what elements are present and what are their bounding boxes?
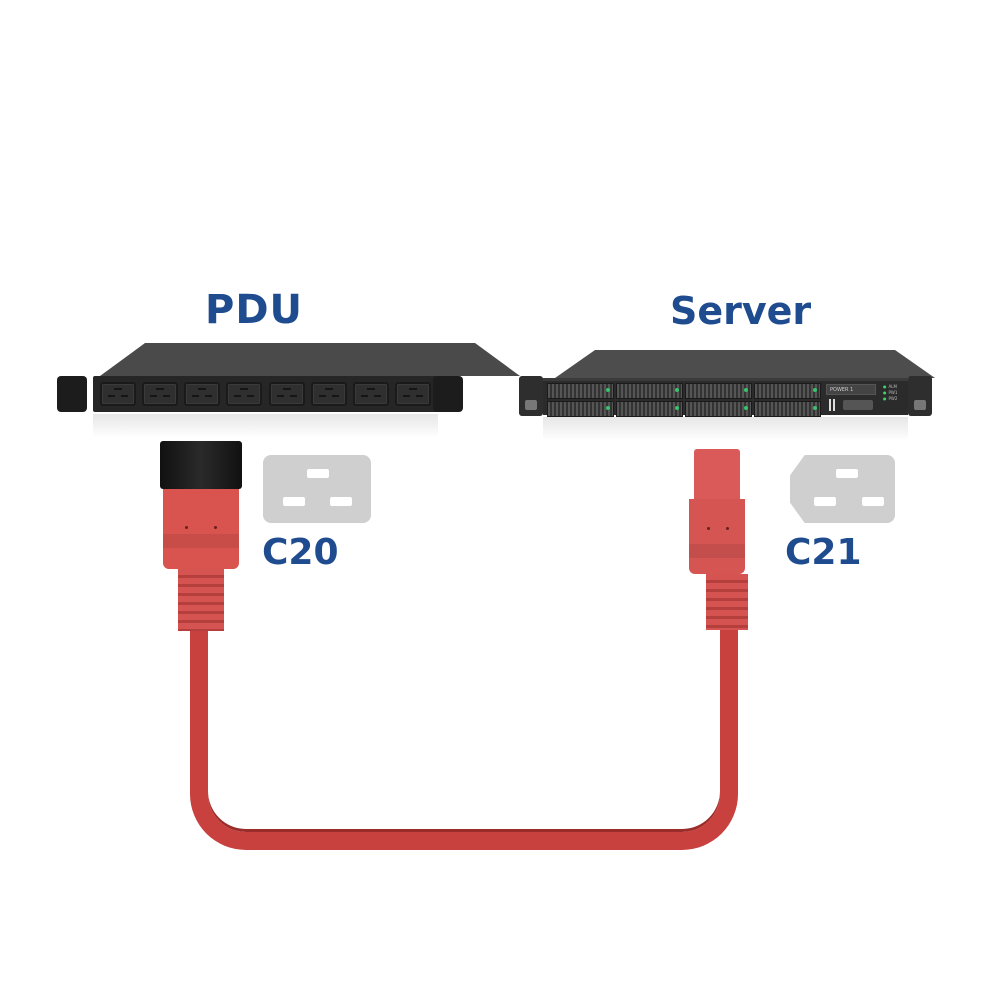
pdu-front-panel [93, 376, 438, 412]
pdu-top-surface [100, 343, 520, 376]
drive-bay [685, 401, 752, 417]
c21-plug-body [689, 499, 745, 574]
c20-plug-tip [160, 441, 242, 489]
drive-bay [616, 383, 683, 399]
pdu-outlet-icon [184, 382, 221, 406]
pdu-title: PDU [205, 287, 303, 333]
drive-bay [754, 383, 821, 399]
pdu-outlet-icon [394, 382, 431, 406]
c20-inlet-icon [263, 455, 371, 523]
pdu-outlet-icon [226, 382, 263, 406]
drive-bay [685, 383, 752, 399]
power-cable [190, 628, 738, 850]
c21-plug-tip [694, 449, 740, 499]
server-mount-ear-left [519, 376, 543, 416]
led-alm: ALM [883, 384, 897, 390]
drive-bay [616, 401, 683, 417]
c21-slot-top [836, 469, 858, 478]
plug-dot [214, 526, 217, 529]
c20-strain-relief [178, 569, 224, 631]
c20-slot-right [330, 497, 352, 506]
pdu-mount-ear-left [57, 376, 87, 412]
c21-slot-left [814, 497, 836, 506]
server-device: POWER 1 ALM PW1 PW2 [515, 345, 935, 441]
led-pw1: PW1 [883, 390, 898, 396]
lcd-panel: POWER 1 [826, 384, 876, 395]
pdu-outlet-icon [100, 382, 137, 406]
plug-dot [707, 527, 710, 530]
server-top-surface [555, 350, 935, 378]
pdu-outlet-icon [352, 382, 389, 406]
c21-slot-right [862, 497, 884, 506]
server-reflection [543, 417, 908, 441]
pdu-outlet-icon [310, 382, 347, 406]
c20-plug-body [163, 489, 239, 569]
server-mount-ear-right [908, 376, 932, 416]
status-leds: ALM PW1 PW2 [883, 384, 898, 402]
c21-label: C21 [785, 532, 862, 573]
c20-slot-top [307, 469, 329, 478]
pdu-mount-ear-right [433, 376, 463, 412]
vga-port-icon [843, 400, 873, 410]
led-pw2: PW2 [883, 396, 898, 402]
server-front-panel: POWER 1 ALM PW1 PW2 [543, 378, 908, 417]
pdu-device [55, 340, 520, 440]
pdu-outlet-icon [268, 382, 305, 406]
drive-bays [547, 383, 821, 417]
plug-dot [185, 526, 188, 529]
pdu-reflection [93, 414, 438, 438]
c21-strain-relief [706, 574, 748, 630]
usb-ports-icon [829, 399, 837, 411]
plug-dot [726, 527, 729, 530]
c21-connector-icon [790, 455, 895, 523]
drive-bay [754, 401, 821, 417]
c20-slot-left [283, 497, 305, 506]
server-title: Server [670, 289, 812, 333]
drive-bay [547, 401, 614, 417]
drive-bay [547, 383, 614, 399]
c20-label: C20 [262, 532, 339, 573]
pdu-outlet-icon [142, 382, 179, 406]
